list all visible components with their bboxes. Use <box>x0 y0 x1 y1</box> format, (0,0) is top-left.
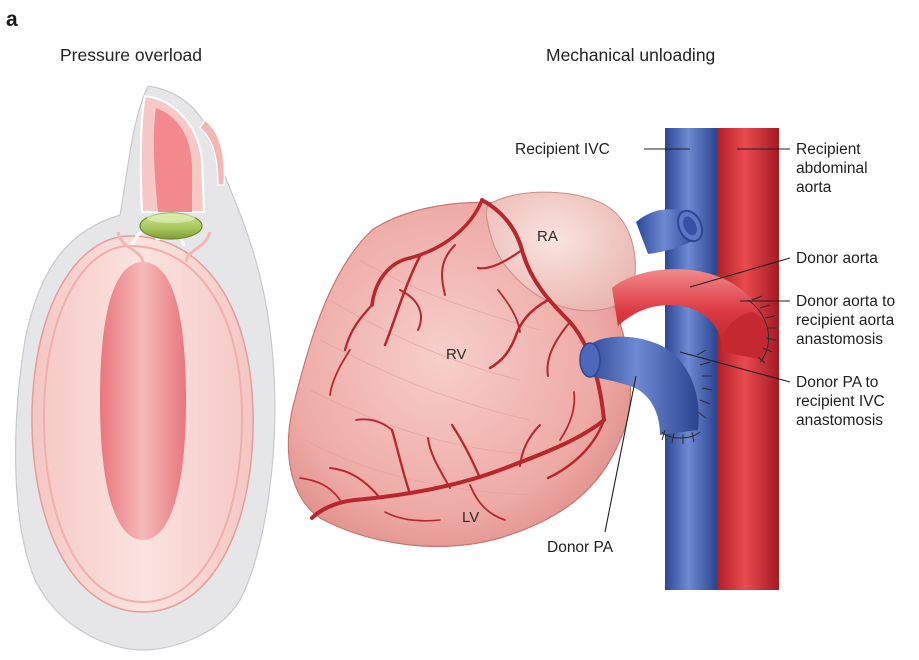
callout-recipient-aorta: Recipient abdominal aorta <box>796 140 868 197</box>
callout-donor-aorta: Donor aorta <box>796 249 878 268</box>
callout-aorta-anastomosis: Donor aorta to recipient aorta anastomos… <box>796 292 919 349</box>
pressure-overload-heart <box>16 86 275 650</box>
callout-pa-anastomosis: Donor PA to recipient IVC anastomosis <box>796 373 885 430</box>
recipient-aorta <box>717 128 779 590</box>
panel-letter: a <box>6 8 18 32</box>
label-ra: RA <box>537 228 558 245</box>
callout-recipient-ivc: Recipient IVC <box>515 140 610 159</box>
label-lv: LV <box>462 509 479 526</box>
callout-donor-pa: Donor PA <box>547 538 613 557</box>
title-pressure-overload: Pressure overload <box>60 45 202 66</box>
title-mechanical-unloading: Mechanical unloading <box>546 45 715 66</box>
ventricle-cavity <box>100 262 186 540</box>
aortic-band <box>140 213 202 239</box>
label-rv: RV <box>446 346 467 363</box>
